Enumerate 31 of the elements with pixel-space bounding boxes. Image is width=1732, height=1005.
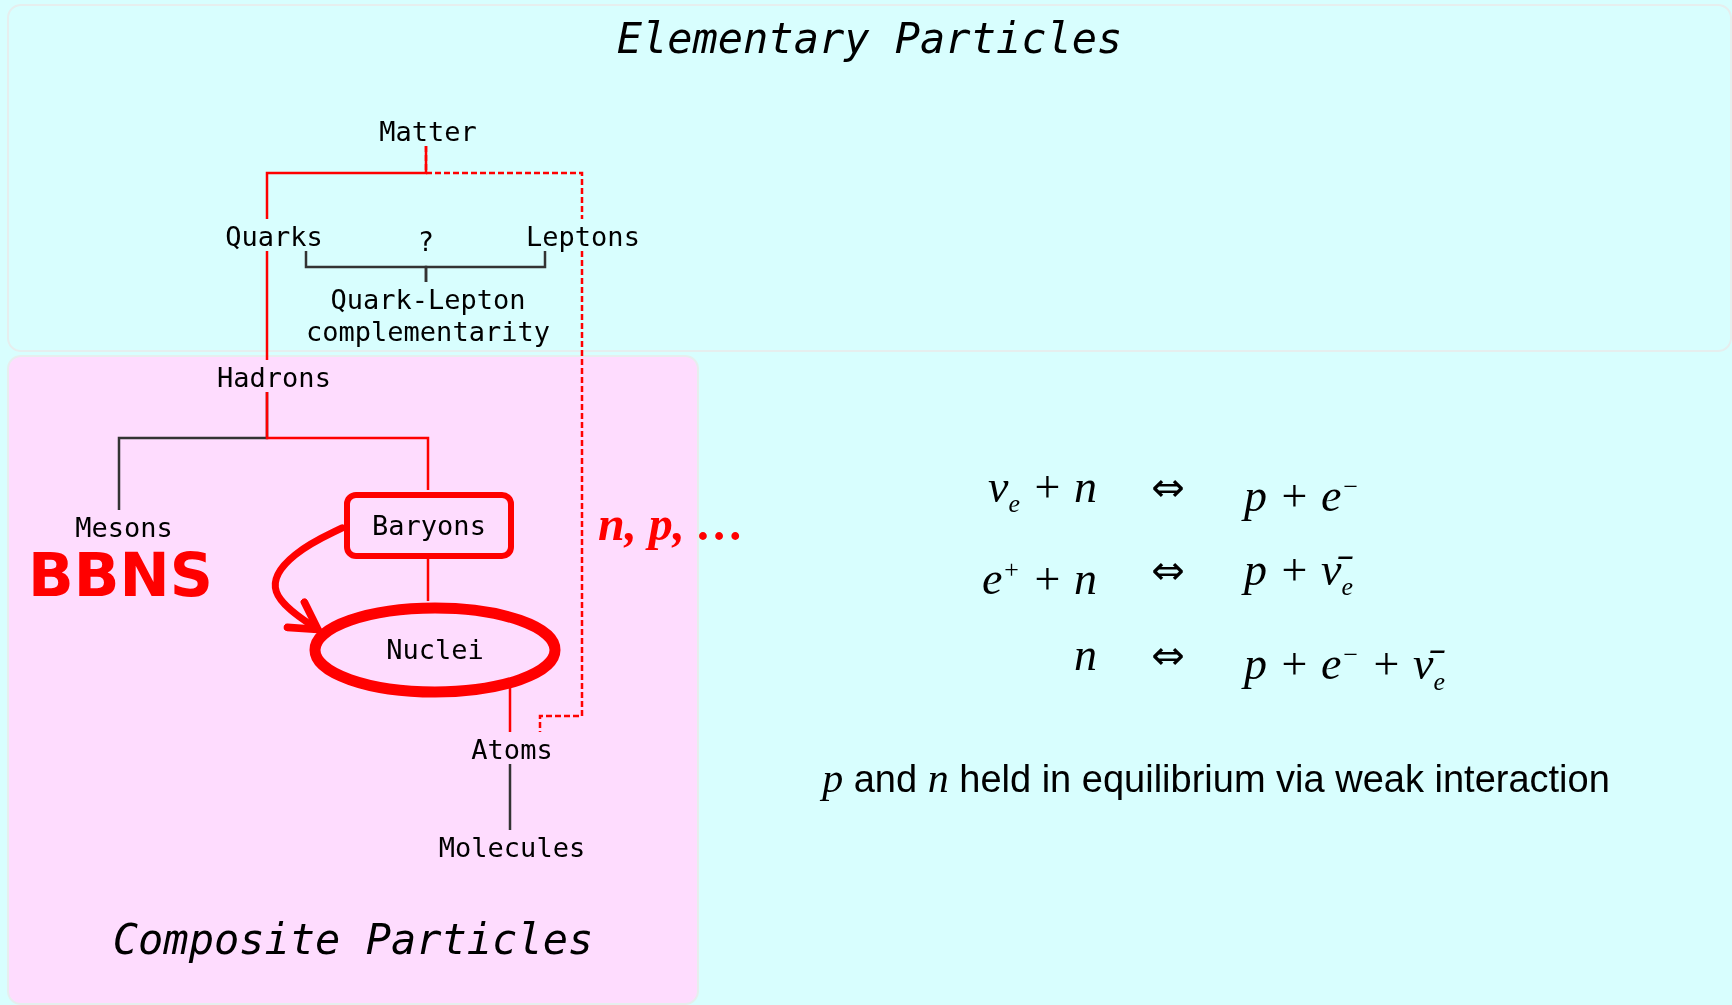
panel-title: Composite Particles xyxy=(111,915,595,965)
connector-line xyxy=(426,557,430,602)
connector-line xyxy=(265,392,430,490)
node-label: Leptons xyxy=(516,221,650,253)
connector-line xyxy=(424,251,547,282)
connector-line xyxy=(538,251,584,732)
panel xyxy=(7,355,699,1005)
highlight-box: Baryons xyxy=(344,492,514,559)
arrow xyxy=(271,524,346,634)
connector-line xyxy=(265,251,269,360)
connector-line xyxy=(424,146,584,219)
node-label: Molecules xyxy=(427,832,597,864)
equation-term: ν$_{e}$ + n xyxy=(988,460,1097,521)
annotation: ? xyxy=(417,226,435,258)
node-label: Matter xyxy=(368,116,488,148)
annotation: n, p, … xyxy=(598,496,745,552)
node-label: Nuclei xyxy=(385,634,485,666)
equation-term: e$^{+}$ + n xyxy=(982,552,1097,607)
node-label: Atoms xyxy=(462,734,562,766)
equation-term: n xyxy=(1074,628,1097,682)
connector-line xyxy=(508,685,512,732)
node-label: Quark-Lepton complementarity xyxy=(298,284,558,350)
caption-text: p and n held in equilibrium via weak interaction xyxy=(822,754,1610,803)
equation-symbol: ⇔ xyxy=(1151,463,1185,512)
connector-line xyxy=(508,764,512,830)
panel-title: Elementary Particles xyxy=(615,14,1124,64)
panel xyxy=(7,4,1732,352)
equation-symbol: ⇔ xyxy=(1151,631,1185,680)
node-label: Hadrons xyxy=(207,362,341,394)
node-label: Quarks xyxy=(210,221,338,253)
equation-symbol: ⇔ xyxy=(1151,546,1185,595)
